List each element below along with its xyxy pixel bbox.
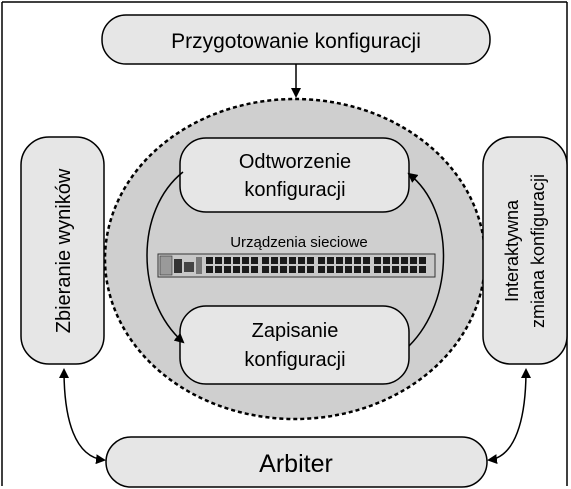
switch-port bbox=[419, 266, 426, 273]
switch-port bbox=[383, 266, 390, 273]
restore-to-save-arrow bbox=[146, 171, 185, 344]
switch-port bbox=[242, 257, 249, 264]
switch-port bbox=[374, 266, 381, 273]
switch-port bbox=[354, 257, 361, 264]
switch-port bbox=[271, 266, 278, 273]
switch-port bbox=[401, 266, 408, 273]
switch-port bbox=[383, 257, 390, 264]
switch-port bbox=[392, 257, 399, 264]
switch-port bbox=[215, 257, 222, 264]
switch-port bbox=[318, 257, 325, 264]
switch-port bbox=[289, 266, 296, 273]
interactive-arbiter-arrow bbox=[487, 368, 531, 465]
devices-label: Urządzenia sieciowe bbox=[230, 234, 368, 251]
switch-port bbox=[363, 257, 370, 264]
switch-port bbox=[298, 266, 305, 273]
switch-port bbox=[233, 257, 240, 264]
restore-label-line1: Odtworzenie bbox=[239, 151, 351, 173]
switch-port bbox=[224, 266, 231, 273]
switch-port bbox=[224, 257, 231, 264]
switch-port bbox=[262, 266, 269, 273]
switch-port bbox=[251, 257, 258, 264]
prep-label: Przygotowanie konfiguracji bbox=[171, 30, 421, 53]
switch-port bbox=[410, 257, 417, 264]
arbiter-label: Arbiter bbox=[259, 450, 333, 478]
switch-port bbox=[215, 266, 222, 273]
interactive-label-line2: zmiana konfiguracji bbox=[528, 174, 548, 328]
save-label-line1: Zapisanie bbox=[252, 320, 339, 342]
switch-port bbox=[336, 266, 343, 273]
switch-port bbox=[280, 266, 287, 273]
restore-label-line2: konfiguracji bbox=[244, 179, 345, 201]
switch-port bbox=[271, 257, 278, 264]
switch-port bbox=[280, 257, 287, 264]
switch-port bbox=[345, 257, 352, 264]
switch-port bbox=[419, 257, 426, 264]
switch-port bbox=[392, 266, 399, 273]
switch-port bbox=[242, 266, 249, 273]
switch-port bbox=[233, 266, 240, 273]
switch-port bbox=[251, 266, 258, 273]
save-box bbox=[179, 305, 410, 385]
collect-box bbox=[20, 136, 105, 365]
switch-port bbox=[363, 266, 370, 273]
save-label-line2: konfiguracji bbox=[244, 349, 345, 371]
switch-port bbox=[345, 266, 352, 273]
switch-port bbox=[298, 257, 305, 264]
switch-port bbox=[327, 266, 334, 273]
switch-port bbox=[336, 257, 343, 264]
collect-arbiter-arrow bbox=[59, 368, 106, 465]
switch-port bbox=[206, 257, 213, 264]
save-to-restore-arrow bbox=[407, 172, 445, 347]
switch-port bbox=[354, 266, 361, 273]
switch-port bbox=[206, 266, 213, 273]
network-switch-icon bbox=[157, 253, 436, 278]
collect-label: Zbieranie wyników bbox=[53, 168, 75, 333]
switch-port bbox=[262, 257, 269, 264]
switch-port bbox=[401, 257, 408, 264]
switch-port bbox=[318, 266, 325, 273]
arbiter-box bbox=[105, 436, 488, 488]
switch-port bbox=[307, 266, 314, 273]
switch-port bbox=[327, 257, 334, 264]
switch-port bbox=[374, 257, 381, 264]
switch-port bbox=[289, 257, 296, 264]
interactive-label-line1: Interaktywna bbox=[502, 199, 522, 302]
switch-port bbox=[410, 266, 417, 273]
switch-port bbox=[307, 257, 314, 264]
interactive-box bbox=[482, 136, 568, 365]
